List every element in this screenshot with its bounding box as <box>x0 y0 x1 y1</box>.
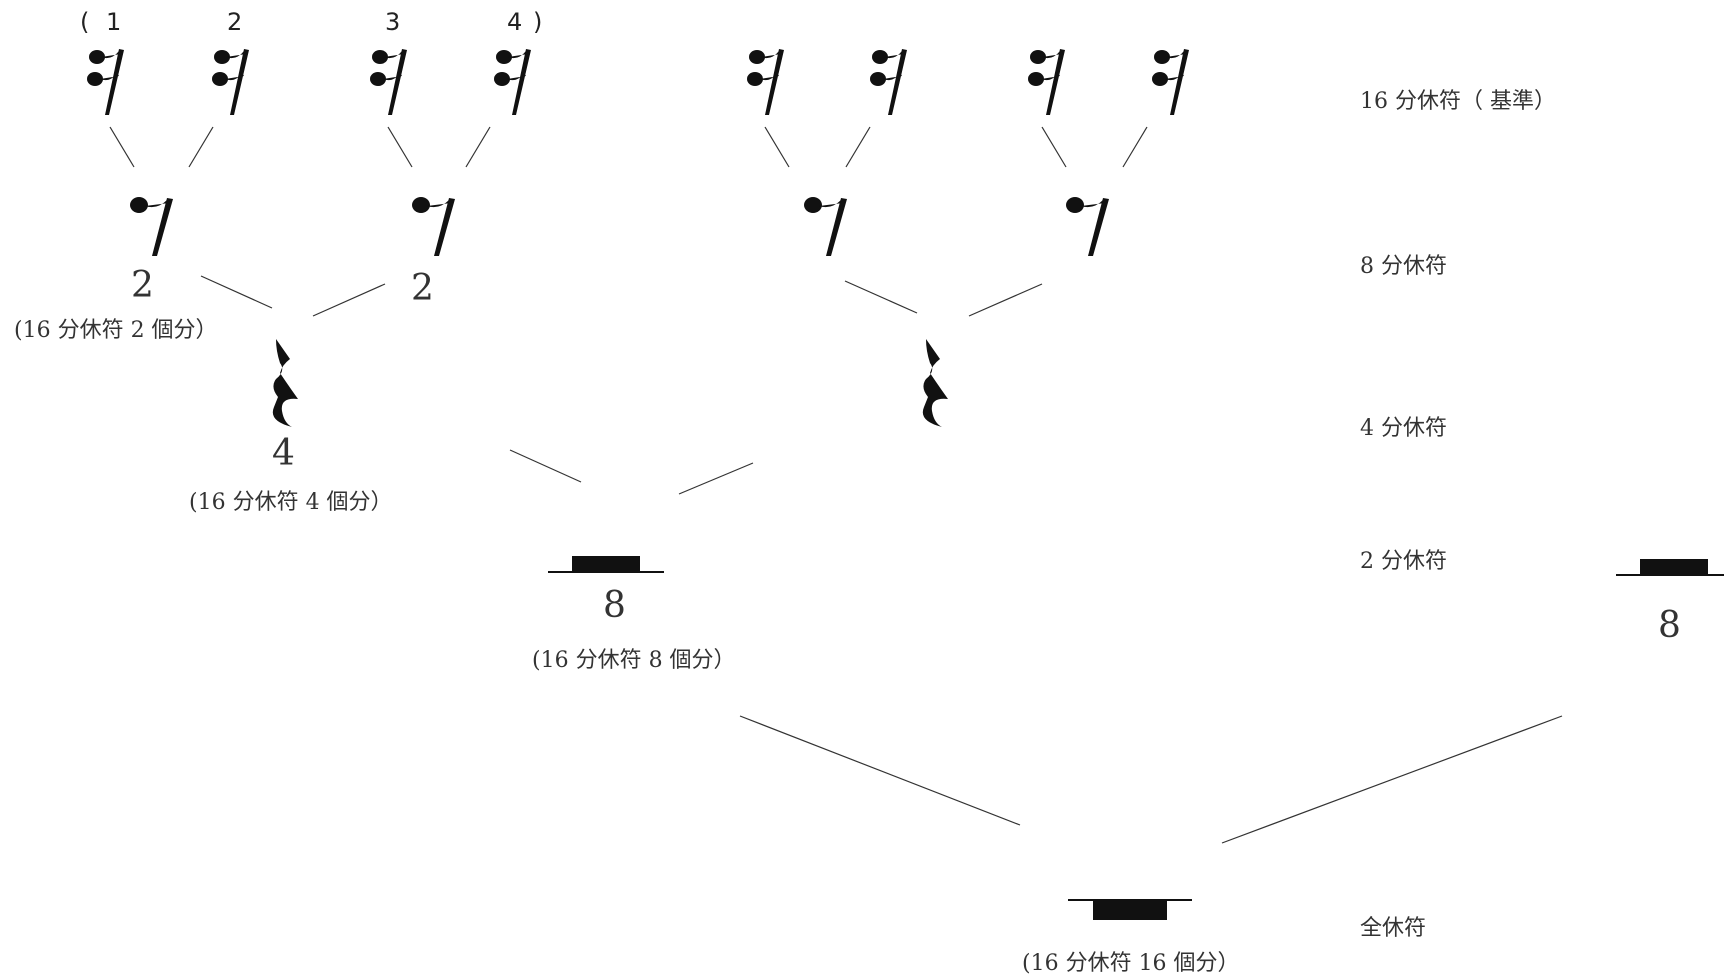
level-quarter: 4 分休符 <box>1360 416 1447 441</box>
sixteenth-rest-icon <box>747 49 784 115</box>
quarter-rest-icon <box>922 339 948 427</box>
half-value-left: 8 <box>603 585 626 626</box>
half-note-caption: (16 分休符 8 個分） <box>532 648 736 673</box>
half-value-right: 8 <box>1658 605 1681 646</box>
eighth-rest-icon <box>804 197 847 256</box>
sixteenth-rest-icon <box>212 49 249 115</box>
level-eighth: 8 分休符 <box>1360 254 1447 279</box>
sixteenth-rest-icon <box>87 49 124 115</box>
count-4: 4 <box>507 8 523 36</box>
half-rest-icon <box>1615 558 1724 576</box>
half-rest-icon <box>547 555 665 573</box>
quarter-value: 4 <box>272 433 295 474</box>
count-2: 2 <box>227 8 243 36</box>
count-3: 3 <box>385 8 401 36</box>
whole-rest-icon <box>1067 899 1193 921</box>
connector-lines <box>109 126 1563 844</box>
eighth-value-right: 2 <box>411 268 434 309</box>
eighth-value-left: 2 <box>131 265 154 306</box>
close-paren: ) <box>533 8 543 36</box>
sixteenth-rest-icon <box>1152 49 1189 115</box>
sixteenth-rest-icon <box>370 49 407 115</box>
level-whole: 全休符 <box>1360 916 1427 941</box>
eighth-rest-icon <box>412 197 455 256</box>
sixteenth-rest-icon <box>870 49 907 115</box>
eighth-note-caption: (16 分休符 2 個分） <box>14 318 218 343</box>
quarter-rest-icon <box>272 339 298 427</box>
whole-note-caption: (16 分休符 16 個分） <box>1022 951 1240 976</box>
count-1: 1 <box>106 8 122 36</box>
sixteenth-rest-icon <box>1028 49 1065 115</box>
eighth-rest-icon <box>130 197 173 256</box>
level-sixteenth: 16 分休符（ 基準） <box>1360 89 1556 114</box>
level-half: 2 分休符 <box>1360 549 1447 574</box>
quarter-note-caption: (16 分休符 4 個分） <box>189 490 393 515</box>
sixteenth-rest-icon <box>494 49 531 115</box>
open-paren: ( <box>80 8 90 36</box>
eighth-rest-icon <box>1066 197 1109 256</box>
